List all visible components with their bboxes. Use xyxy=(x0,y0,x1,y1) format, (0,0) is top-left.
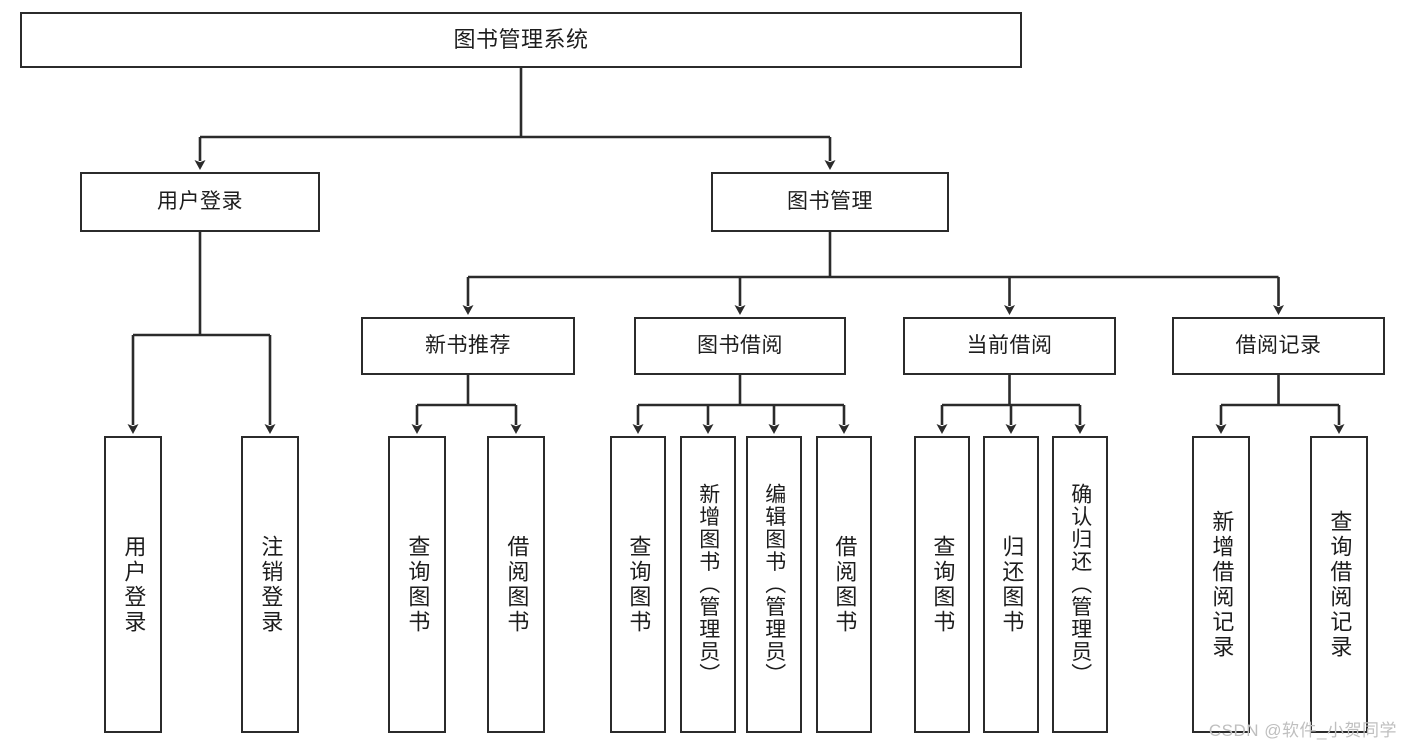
leaf-leaf-query-record[interactable]: 查询借阅记录 xyxy=(1310,436,1368,733)
leaf-leaf-query-book-borrow[interactable]: 查询图书 xyxy=(610,436,666,733)
leaf-leaf-query-book-cur[interactable]: 查询图书 xyxy=(914,436,970,733)
node-label: 新书推荐 xyxy=(425,333,511,357)
leaf-leaf-return-book[interactable]: 归还图书 xyxy=(983,436,1039,733)
node-user-login[interactable]: 用户登录 xyxy=(80,172,320,232)
leaf-leaf-edit-book[interactable]: 编辑图书（管理员） xyxy=(746,436,802,733)
node-label: 新增借阅记录 xyxy=(1209,509,1235,660)
leaf-leaf-add-record[interactable]: 新增借阅记录 xyxy=(1192,436,1250,733)
node-label: 借阅记录 xyxy=(1235,333,1322,357)
node-label: 查询图书 xyxy=(930,534,956,635)
node-borrow-record[interactable]: 借阅记录 xyxy=(1172,317,1385,375)
node-label: 注销登录 xyxy=(258,534,284,635)
node-label: 图书借阅 xyxy=(697,333,783,357)
leaf-leaf-user-login[interactable]: 用户登录 xyxy=(104,436,162,733)
node-label: 图书管理 xyxy=(787,189,873,213)
leaf-leaf-add-book[interactable]: 新增图书（管理员） xyxy=(680,436,736,733)
node-book-manage[interactable]: 图书管理 xyxy=(711,172,949,232)
node-label: 编辑图书（管理员） xyxy=(762,483,786,686)
node-label: 查询图书 xyxy=(626,534,652,635)
node-label: 借阅图书 xyxy=(832,534,858,635)
leaf-leaf-query-book-rec[interactable]: 查询图书 xyxy=(388,436,446,733)
leaf-leaf-borrow-book[interactable]: 借阅图书 xyxy=(816,436,872,733)
node-current-borrow[interactable]: 当前借阅 xyxy=(903,317,1116,375)
watermark: CSDN @软件_小贺同学 xyxy=(1208,721,1397,740)
node-label: 查询图书 xyxy=(405,534,431,635)
node-new-book-recommend[interactable]: 新书推荐 xyxy=(361,317,575,375)
node-root-label: 图书管理系统 xyxy=(453,27,589,53)
node-label: 查询借阅记录 xyxy=(1327,509,1353,660)
leaf-leaf-borrow-book-rec[interactable]: 借阅图书 xyxy=(487,436,545,733)
leaf-leaf-confirm-return[interactable]: 确认归还（管理员） xyxy=(1052,436,1108,733)
node-book-borrow[interactable]: 图书借阅 xyxy=(634,317,846,375)
node-label: 用户登录 xyxy=(157,189,243,213)
node-label: 借阅图书 xyxy=(504,534,530,635)
leaf-leaf-logout[interactable]: 注销登录 xyxy=(241,436,299,733)
node-root[interactable]: 图书管理系统 xyxy=(20,12,1022,68)
node-label: 归还图书 xyxy=(999,534,1025,635)
node-label: 用户登录 xyxy=(121,534,147,635)
node-label: 当前借阅 xyxy=(966,333,1053,357)
node-label: 确认归还（管理员） xyxy=(1068,483,1092,686)
node-label: 新增图书（管理员） xyxy=(696,483,720,686)
